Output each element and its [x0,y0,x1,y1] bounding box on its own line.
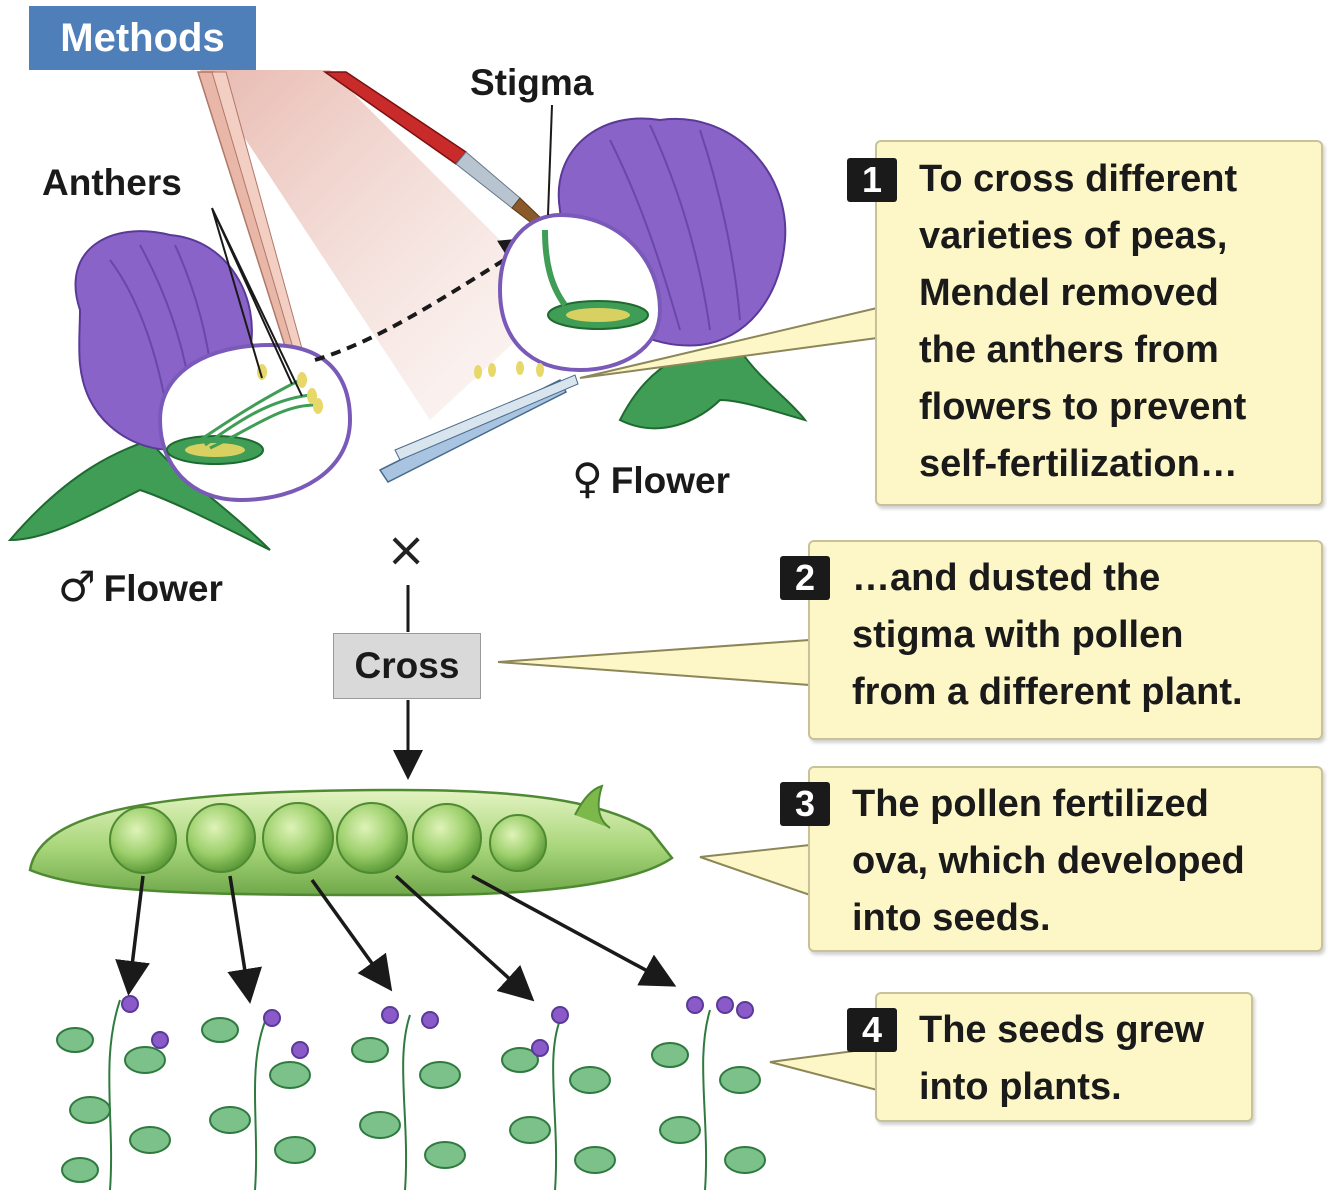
forceps-icon [378,361,579,483]
growth-arrows [115,874,677,1004]
step-number-badge: 1 [847,158,897,202]
pea-seed [336,802,408,874]
step-1-callout: 1 To cross different varieties of peas, … [847,140,1323,506]
female-flower-label: ♀Flower [572,454,730,503]
step-text: The seeds grew into plants. [919,1009,1205,1108]
pea-plant [351,1006,466,1191]
pea-seed [489,814,547,872]
female-flower-illustration [497,117,808,430]
step-number-badge: 3 [780,782,830,826]
pea-seed [262,802,334,874]
step-2-callout: 2 …and dusted the stigma with pollen fro… [780,540,1323,740]
female-flower-text: Flower [610,460,731,501]
step-number-badge: 2 [780,556,830,600]
cross-label: Cross [333,633,481,699]
anthers-label: Anthers [42,162,182,203]
label-pointers [211,104,553,397]
pea-plant [501,1006,616,1191]
pea-plant [56,995,171,1191]
methods-badge: Methods [29,6,256,70]
step-3-callout: 3 The pollen fertilized ova, which devel… [780,766,1323,952]
male-flower-label: ♂Flower [58,562,223,611]
pollen-transfer-arrow [314,236,542,362]
stigma-label: Stigma [470,62,594,103]
pea-plants-illustration [56,995,766,1191]
female-symbol-icon: ♀ [572,454,603,503]
pea-plant [651,996,766,1191]
pea-seed [186,803,256,873]
male-flower-text: Flower [103,568,223,609]
cross-symbol-icon: × [386,522,427,578]
step-number-badge: 4 [847,1008,897,1052]
male-symbol-icon: ♂ [58,562,96,611]
step-4-callout: 4 The seeds grew into plants. [847,992,1253,1122]
pea-seed [412,803,482,873]
male-flower-illustration [7,230,353,551]
step-text: To cross different varieties of peas, Me… [919,158,1247,485]
pea-plant [201,1009,316,1191]
pea-pod-illustration [28,784,674,897]
pea-seed [109,806,177,874]
step-text: The pollen fertilized ova, which develop… [852,783,1245,939]
step-text: …and dusted the stigma with pollen from … [852,557,1243,713]
light-beam [200,70,560,420]
